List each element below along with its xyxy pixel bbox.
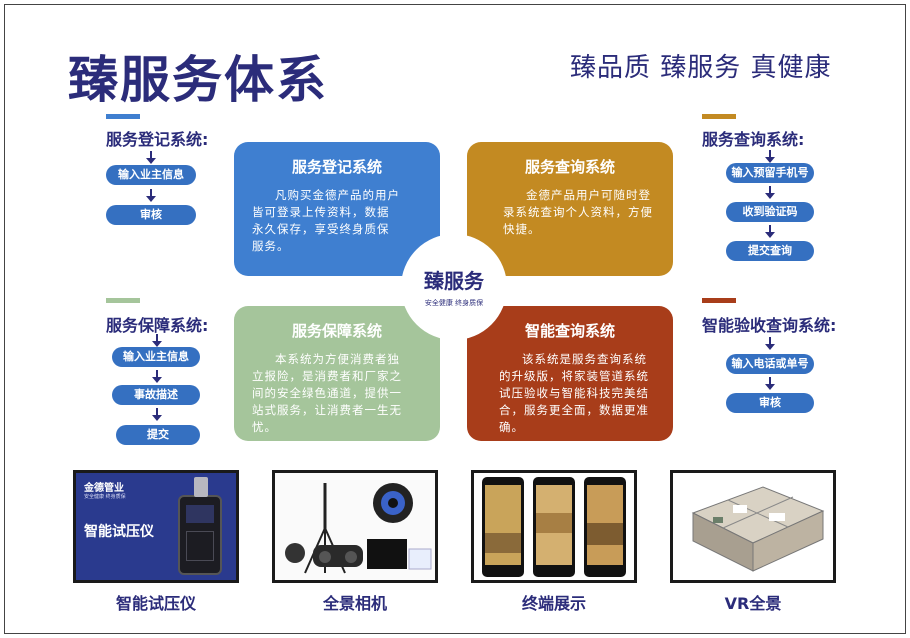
down-arrow-icon — [146, 189, 156, 203]
section-accent-bar — [106, 114, 140, 119]
registration-card: 服务登记系统 凡购买金德产品的用户皆可登录上传资料，数据永久保存，享受终身质保服… — [234, 142, 440, 276]
floorplan-3d-icon — [691, 486, 825, 572]
down-arrow-icon — [765, 225, 775, 239]
smart-acceptance-flow-title: 智能验收查询系统: — [702, 316, 837, 335]
down-arrow-icon — [152, 408, 162, 422]
product-label: 终端展示 — [521, 594, 586, 613]
step-submit[interactable]: 提交 — [116, 425, 200, 445]
phone-screens-icon — [482, 477, 626, 577]
product-image-panorama-camera — [272, 470, 438, 583]
down-arrow-icon — [765, 186, 775, 200]
device-icon — [178, 495, 222, 575]
smart-query-card-text: 该系统是服务查询系统的升级版，将家装管道系统试压验收与智能科技完美结合，服务更全… — [499, 352, 649, 434]
step-input-owner-info[interactable]: 输入业主信息 — [112, 347, 200, 367]
step-input-phone-or-order[interactable]: 输入电话或单号 — [726, 354, 814, 374]
step-review[interactable]: 审核 — [726, 393, 814, 413]
camera-equipment-icon — [285, 483, 432, 574]
slogan: 臻品质 臻服务 真健康 — [570, 53, 832, 83]
registration-flow-title: 服务登记系统: — [106, 130, 209, 149]
brand-tagline: 安全健康 终身质保 — [84, 494, 126, 500]
step-receive-code[interactable]: 收到验证码 — [726, 202, 814, 222]
center-badge: 臻服务 安全健康 终身质保 — [404, 237, 504, 337]
guarantee-card: 服务保障系统 本系统为方便消费者独立报险，是消费者和厂家之间的安全绿色通道，提供… — [234, 306, 440, 441]
query-card-title: 服务查询系统 — [524, 158, 615, 176]
guarantee-card-text: 本系统为方便消费者独立报险，是消费者和厂家之间的安全绿色通道，提供一站式服务，让… — [252, 352, 402, 434]
down-arrow-icon — [765, 150, 775, 164]
brand-logo: 金德管业 — [84, 483, 124, 494]
step-submit-query[interactable]: 提交查询 — [726, 241, 814, 261]
query-card: 服务查询系统 金德产品用户可随时登录系统查询个人资料，方便快捷。 — [467, 142, 673, 276]
guarantee-flow-title: 服务保障系统: — [106, 316, 209, 335]
guarantee-card-title: 服务保障系统 — [291, 322, 382, 340]
query-card-text: 金德产品用户可随时登录系统查询个人资料，方便快捷。 — [503, 188, 653, 236]
product-label: VR全景 — [724, 594, 782, 613]
page-title: 臻服务体系 — [68, 51, 328, 109]
registration-card-title: 服务登记系统 — [291, 158, 382, 176]
down-arrow-icon — [765, 377, 775, 391]
section-accent-bar — [702, 298, 736, 303]
down-arrow-icon — [146, 151, 156, 165]
step-review[interactable]: 审核 — [106, 205, 196, 225]
center-badge-title: 臻服务 — [424, 269, 484, 293]
smart-query-card-title: 智能查询系统 — [524, 322, 615, 340]
registration-card-text: 凡购买金德产品的用户皆可登录上传资料，数据永久保存，享受终身质保服务。 — [252, 188, 400, 253]
product-label: 全景相机 — [322, 594, 387, 613]
product-image-vr-panorama — [670, 470, 836, 583]
query-flow-title: 服务查询系统: — [702, 130, 805, 149]
down-arrow-icon — [152, 370, 162, 384]
device-title: 智能试压仪 — [84, 524, 154, 540]
down-arrow-icon — [152, 334, 162, 348]
step-input-owner-info[interactable]: 输入业主信息 — [106, 165, 196, 185]
step-input-phone[interactable]: 输入预留手机号 — [726, 163, 814, 183]
section-accent-bar — [702, 114, 736, 119]
center-badge-subtitle: 安全健康 终身质保 — [424, 299, 484, 307]
product-label: 智能试压仪 — [115, 594, 196, 613]
section-accent-bar — [106, 298, 140, 303]
product-image-terminal-display — [471, 470, 637, 583]
down-arrow-icon — [765, 337, 775, 351]
step-incident-description[interactable]: 事故描述 — [112, 385, 200, 405]
gauge-connector-icon — [194, 477, 208, 497]
smart-query-card: 智能查询系统 该系统是服务查询系统的升级版，将家装管道系统试压验收与智能科技完美… — [467, 306, 673, 441]
product-image-pressure-tester: 金德管业 安全健康 终身质保 智能试压仪 — [73, 470, 239, 583]
